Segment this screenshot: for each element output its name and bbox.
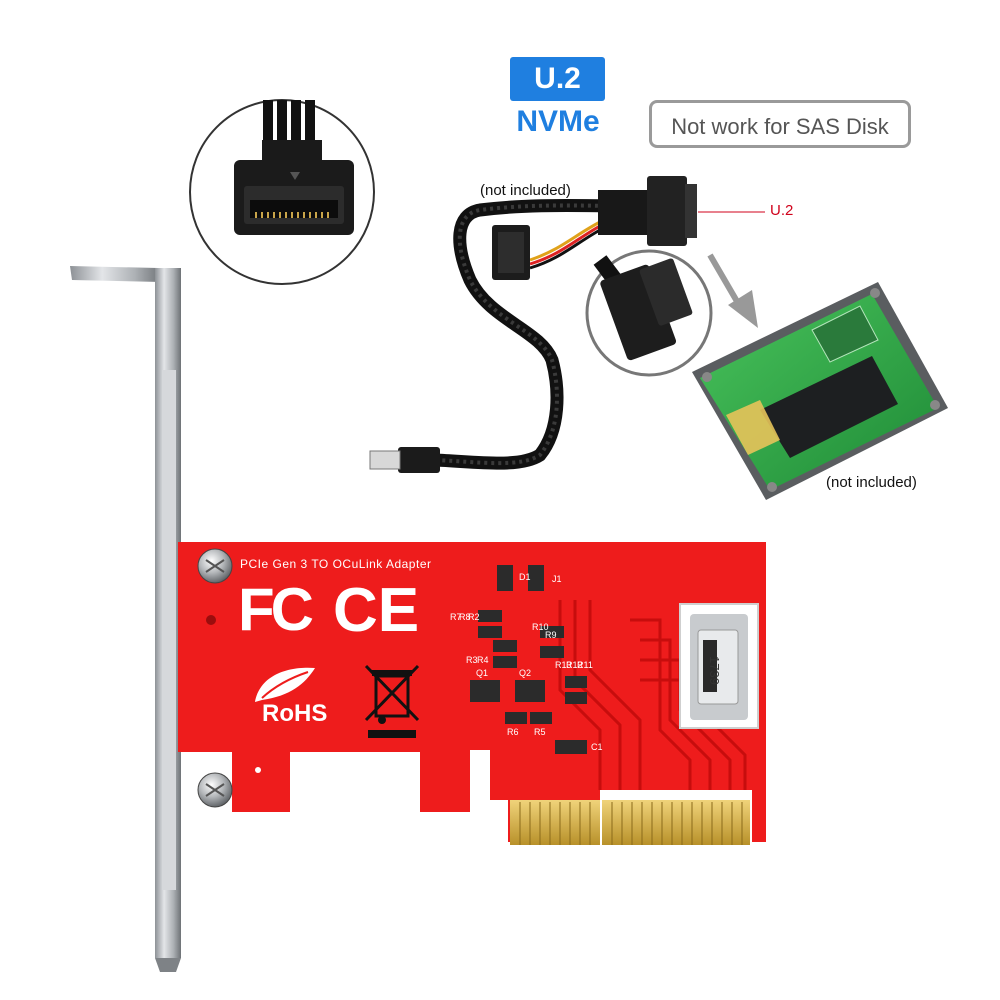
ce-logo: CE (333, 576, 420, 645)
nvme-label: NVMe (516, 105, 600, 138)
u2-badge: U.2 (510, 57, 605, 101)
screw-top (197, 548, 233, 584)
u2-connector-closeup (585, 249, 713, 377)
enclosure-not-included-caption: (not included) (826, 474, 917, 491)
silk-q1: Q1 (476, 668, 489, 678)
connector-code: 1739 (707, 656, 722, 685)
silk-r7: R7 (450, 612, 462, 622)
oculink-plug-closeup (189, 99, 375, 285)
u2-callout-label: U.2 (770, 202, 794, 219)
silk-r9: R9 (545, 630, 557, 640)
silk-r8: R8 (459, 612, 471, 622)
silk-q2: Q2 (519, 668, 532, 678)
silk-r11: R11 (577, 660, 593, 670)
silk-r13: R13 (555, 660, 572, 670)
sas-disk-note: Not work for SAS Disk (649, 100, 911, 148)
adapter-pcb (178, 542, 766, 845)
fcc-logo: FC (238, 576, 314, 643)
insert-arrow (707, 253, 758, 328)
oculink-to-u2-cable (369, 176, 765, 473)
silk-d1: D1 (519, 572, 531, 582)
silk-c1: C1 (591, 742, 603, 752)
silk-r2: R2 (468, 612, 480, 622)
pcb-title-silkscreen: PCIe Gen 3 TO OCuLink Adapter (240, 557, 432, 571)
silk-r12: R12 (566, 660, 583, 670)
silk-r6: R6 (507, 727, 519, 737)
leaf-icon (255, 667, 315, 702)
silk-r3: R3 (466, 655, 478, 665)
screw-bottom (197, 772, 233, 808)
silk-r10: R10 (532, 622, 549, 632)
silk-r5: R5 (534, 727, 546, 737)
u2-enclosure (692, 282, 948, 500)
weee-bin-icon (364, 664, 420, 738)
silk-j1: J1 (552, 574, 562, 584)
cable-not-included-caption: (not included) (480, 182, 571, 199)
rohs-logo: RoHS (262, 700, 328, 727)
silk-r4: R4 (477, 655, 489, 665)
pcie-bracket (70, 266, 181, 972)
